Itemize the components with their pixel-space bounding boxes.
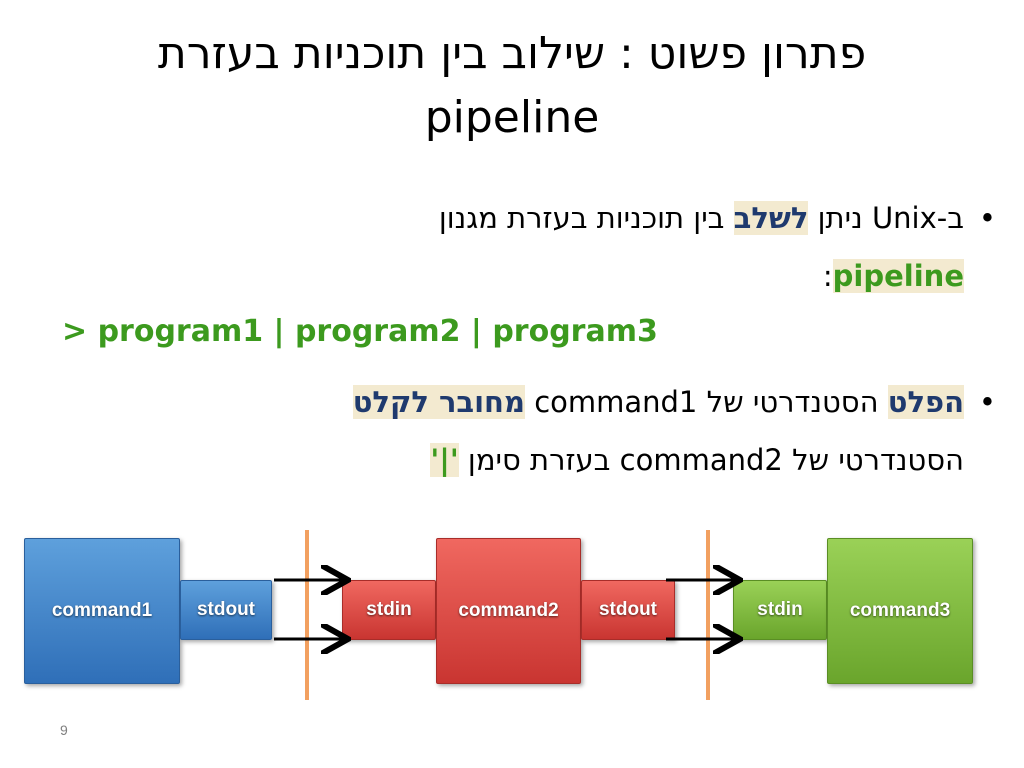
stdout2-box: stdout <box>581 580 675 640</box>
bullet2-pipe-sign: '|' <box>430 443 459 477</box>
divider-line-1 <box>305 530 309 700</box>
title-line-1: פתרון פשוט : שילוב בין תוכניות בעזרת <box>157 28 867 79</box>
stdout1-box: stdout <box>180 580 272 640</box>
bullet2-standard-of: הסטנדרטי של <box>697 385 888 419</box>
bullet-dot: • <box>978 385 996 419</box>
bullet1-unix: Unix <box>871 201 937 235</box>
bullet1-rest: בין תוכניות בעזרת מגנון <box>438 201 734 235</box>
command3-box: command3 <box>827 538 973 684</box>
bullet1-pipeline: pipeline <box>832 259 964 293</box>
bullet1-colon: : <box>822 259 833 293</box>
bullet1-can: ניתן <box>808 201 872 235</box>
command1-box: command1 <box>24 538 180 684</box>
bullet-pipe-explanation: • הפלט הסטנדרטי של command1 מחובר לקלט ה… <box>84 382 996 480</box>
bullet2-cmd1: command1 <box>534 385 698 419</box>
title-line-2: pipeline <box>424 92 600 143</box>
bullet2-line2-a: הסטנדרטי של <box>782 443 964 477</box>
pipeline-command-example: > program1 | program2 | program3 <box>62 314 658 349</box>
slide-title: פתרון פשוט : שילוב בין תוכניות בעזרת pip… <box>60 22 964 150</box>
bullet-dot: • <box>978 201 996 235</box>
bullet2-output: הפלט <box>887 385 964 419</box>
bullet2-cmd2: command2 <box>619 443 783 477</box>
bullet1-prefix: ב- <box>936 201 964 235</box>
divider-line-2 <box>706 530 710 700</box>
stdin2-box: stdin <box>342 580 436 640</box>
page-number: 9 <box>60 722 68 738</box>
bullet1-combine: לשלב <box>733 201 809 235</box>
stdin3-box: stdin <box>733 580 827 640</box>
bullet2-connected: מחובר לקלט <box>352 385 525 419</box>
bullet-pipeline-intro: • ב-Unix ניתן לשלב בין תוכניות בעזרת מגנ… <box>84 198 996 296</box>
command2-box: command2 <box>436 538 581 684</box>
bullet2-line2-b: בעזרת סימן <box>458 443 620 477</box>
